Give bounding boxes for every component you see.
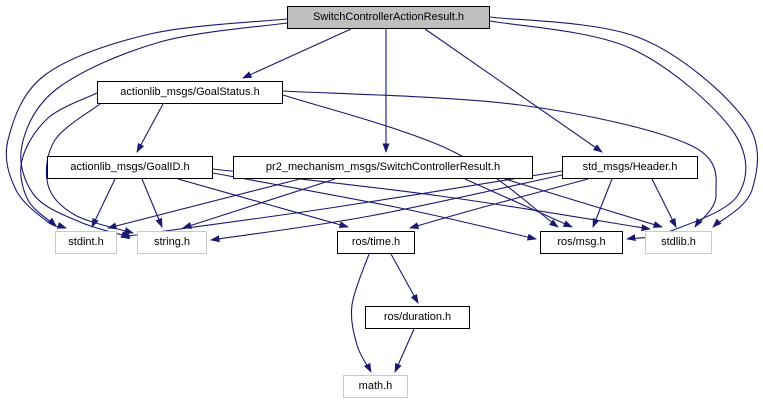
node-label: pr2_mechanism_msgs/SwitchControllerResul… (265, 161, 501, 173)
edge-goalstatus-goalid (136, 103, 164, 153)
edge-scresult-string (182, 178, 336, 229)
node-label: stdlib.h (661, 236, 696, 248)
node-label: string.h (153, 236, 191, 248)
edge-header-time (409, 178, 589, 230)
graph-node-stdlib: stdlib.h (645, 231, 712, 254)
graph-node-ros-duration[interactable]: ros/duration.h (365, 306, 470, 329)
edge-time-math (350, 253, 372, 373)
node-label: actionlib_msgs/GoalID.h (70, 161, 190, 173)
graph-node-goalstatus[interactable]: actionlib_msgs/GoalStatus.h (97, 81, 283, 104)
node-label: actionlib_msgs/GoalStatus.h (120, 86, 260, 98)
edge-header-string (210, 174, 563, 243)
edge-scar-msg (489, 20, 747, 242)
edge-duration-math (394, 328, 415, 373)
node-label: ros/msg.h (557, 236, 606, 248)
node-label: math.h (358, 380, 393, 392)
graph-node-math: math.h (343, 375, 408, 398)
edge-scar-stdlib (489, 16, 758, 228)
graph-node-std-msgs-header[interactable]: std_msgs/Header.h (562, 156, 698, 179)
edge-goalid-time (177, 178, 349, 229)
graph-node-stdint: stdint.h (55, 231, 117, 254)
edge-scar-string (20, 22, 288, 238)
edge-goalid-string (141, 178, 163, 228)
edge-goalstatus-stdint (20, 92, 98, 227)
edge-goalid-msg (212, 172, 537, 241)
node-label: stdint.h (68, 236, 104, 248)
edge-header-stdlib (651, 178, 677, 228)
node-label: ros/duration.h (383, 311, 452, 323)
edge-time-duration (390, 253, 419, 304)
edge-goalstatus-stdlib (282, 90, 717, 228)
edge-scar-stdint (5, 18, 288, 229)
edge-goalstatus-msg (282, 94, 559, 228)
graph-node-switchcontrollerresult[interactable]: pr2_mechanism_msgs/SwitchControllerResul… (233, 156, 533, 179)
graph-node-string: string.h (137, 231, 207, 254)
edge-header-msg (592, 178, 613, 228)
graph-node-ros-msg[interactable]: ros/msg.h (540, 231, 623, 254)
graph-node-goalid[interactable]: actionlib_msgs/GoalID.h (47, 156, 213, 179)
edge-goalid-stdint (91, 178, 116, 228)
edge-header-stdint (120, 170, 563, 240)
node-label: ros/time.h (351, 236, 401, 248)
edge-scar-goalstatus (242, 28, 352, 79)
node-label: std_msgs/Header.h (582, 161, 678, 173)
edge-goalstatus-string (45, 103, 134, 234)
graph-node-ros-time[interactable]: ros/time.h (337, 231, 415, 254)
edge-scresult-stdint (107, 178, 301, 230)
graph-node-switchcontrolleractionresult: SwitchControllerActionResult.h (287, 6, 490, 29)
edge-scresult-stdlib (504, 178, 663, 228)
node-label: SwitchControllerActionResult.h (312, 11, 464, 23)
edge-scar-header (424, 28, 603, 153)
edge-scresult-msg (464, 178, 573, 228)
